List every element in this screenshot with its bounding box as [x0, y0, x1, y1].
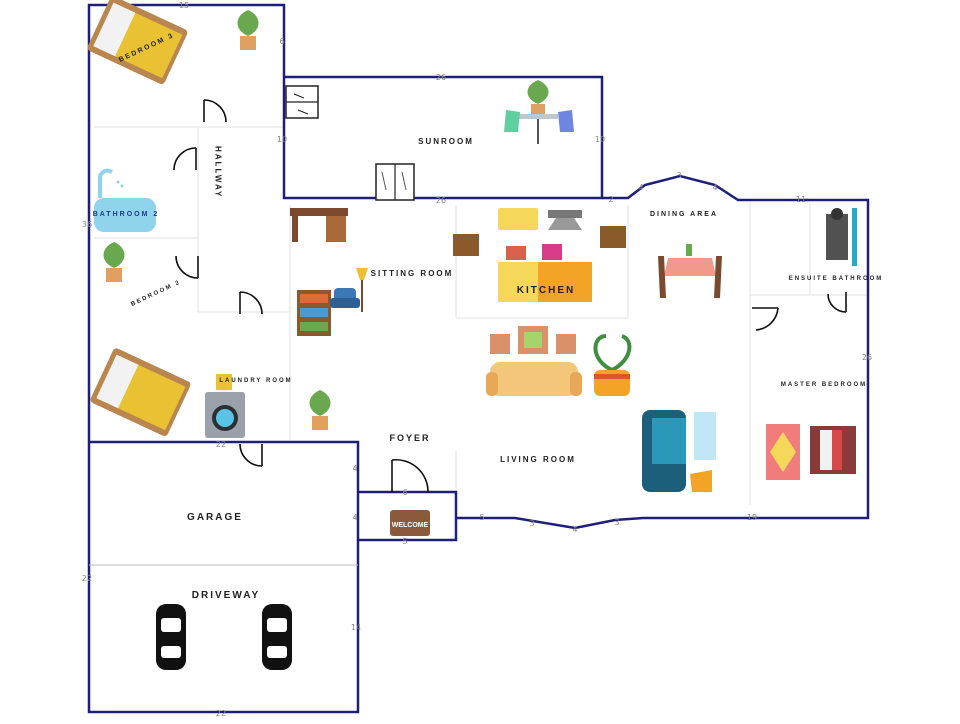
dim-label: 2	[608, 195, 613, 204]
label-hallway: HALLWAY	[214, 146, 223, 198]
dim-label: 22	[216, 709, 226, 718]
dim-label: 15	[179, 1, 189, 10]
label-sunroom: SUNROOM	[418, 137, 474, 146]
sliding-glass-door[interactable]	[375, 163, 415, 201]
sunroom-window	[285, 85, 319, 119]
label-foyer: FOYER	[389, 433, 430, 443]
master-bed-icon	[810, 426, 856, 474]
label-bathroom2: BATHROOM 2	[93, 211, 160, 218]
dim-label: 26	[436, 73, 446, 82]
dim-label: 4	[638, 183, 643, 192]
dim-label: 3	[529, 519, 534, 528]
dim-label: 14	[351, 623, 361, 632]
door-bedroom2[interactable]	[175, 255, 199, 279]
dim-label: 36	[82, 220, 92, 229]
dim-label: 5	[402, 537, 407, 546]
interior-partitions	[94, 126, 868, 515]
washing-machine-icon	[205, 374, 245, 438]
plant-icon	[527, 80, 549, 114]
label-master: MASTER BEDROOM	[781, 382, 867, 388]
dining-table-icon	[658, 244, 722, 298]
dim-label: 3	[676, 171, 681, 180]
label-garage: GARAGE	[187, 512, 243, 523]
floor-lamp-icon	[356, 268, 368, 312]
door-front[interactable]	[391, 458, 429, 493]
dim-label: 5	[479, 513, 484, 522]
label-laundry: LAUNDRY ROOM	[219, 378, 292, 384]
car-icon	[156, 604, 186, 670]
bathtub-icon	[94, 168, 156, 232]
plant-icon	[593, 334, 632, 396]
plant-icon	[237, 10, 259, 50]
door-laundry[interactable]	[239, 291, 263, 315]
dim-label: 6	[279, 37, 284, 46]
label-sitting-room: SITTING ROOM	[371, 269, 454, 278]
label-kitchen: KITCHEN	[517, 285, 575, 296]
wall-art-icon	[490, 326, 576, 354]
dim-label: 19	[747, 513, 757, 522]
dim-label: 4	[352, 513, 357, 522]
dim-label: 4	[712, 183, 717, 192]
dim-label: 11	[796, 195, 806, 204]
exterior-walls	[87, 3, 870, 714]
plant-icon	[309, 390, 331, 430]
bookshelf-icon	[297, 290, 331, 336]
dim-label: 4	[352, 464, 357, 473]
lounge-chair-icon	[642, 410, 716, 492]
rug-icon	[766, 424, 800, 480]
doors	[173, 99, 847, 493]
dim-label: 22	[82, 574, 92, 583]
car-icon	[262, 604, 292, 670]
label-living: LIVING ROOM	[500, 455, 576, 464]
door-bedroom3[interactable]	[203, 99, 227, 123]
kitchen-icon	[453, 208, 626, 302]
mat-text: WELCOME	[392, 522, 429, 529]
door-ensuite[interactable]	[827, 292, 847, 313]
shower-icon	[826, 208, 857, 266]
desk-icon	[290, 208, 348, 242]
dim-label: 3	[614, 518, 619, 527]
label-driveway: DRIVEWAY	[192, 590, 260, 601]
sunroom-table-icon	[504, 110, 574, 144]
dim-label: 4	[572, 525, 577, 534]
label-dining: DINING AREA	[650, 211, 718, 218]
dim-label: 10	[595, 135, 605, 144]
dim-label: 26	[436, 196, 446, 205]
label-ensuite: ENSUITE BATHROOM	[789, 276, 884, 282]
door-bathroom2[interactable]	[173, 147, 197, 171]
door-master[interactable]	[752, 307, 779, 331]
dim-label: 26	[862, 353, 872, 362]
dim-label: 10	[277, 135, 287, 144]
label-bedroom2: BEDROOM 2	[130, 279, 182, 307]
dim-label: 6	[402, 488, 407, 497]
armchair-icon	[330, 288, 360, 308]
door-garage[interactable]	[239, 443, 263, 467]
welcome-mat: WELCOME	[390, 510, 430, 536]
dim-label: 22	[216, 440, 226, 449]
bed-bedroom3	[87, 0, 188, 85]
bed-bedroom2	[90, 348, 191, 437]
sofa-icon	[486, 362, 582, 396]
plant-icon	[103, 242, 125, 282]
